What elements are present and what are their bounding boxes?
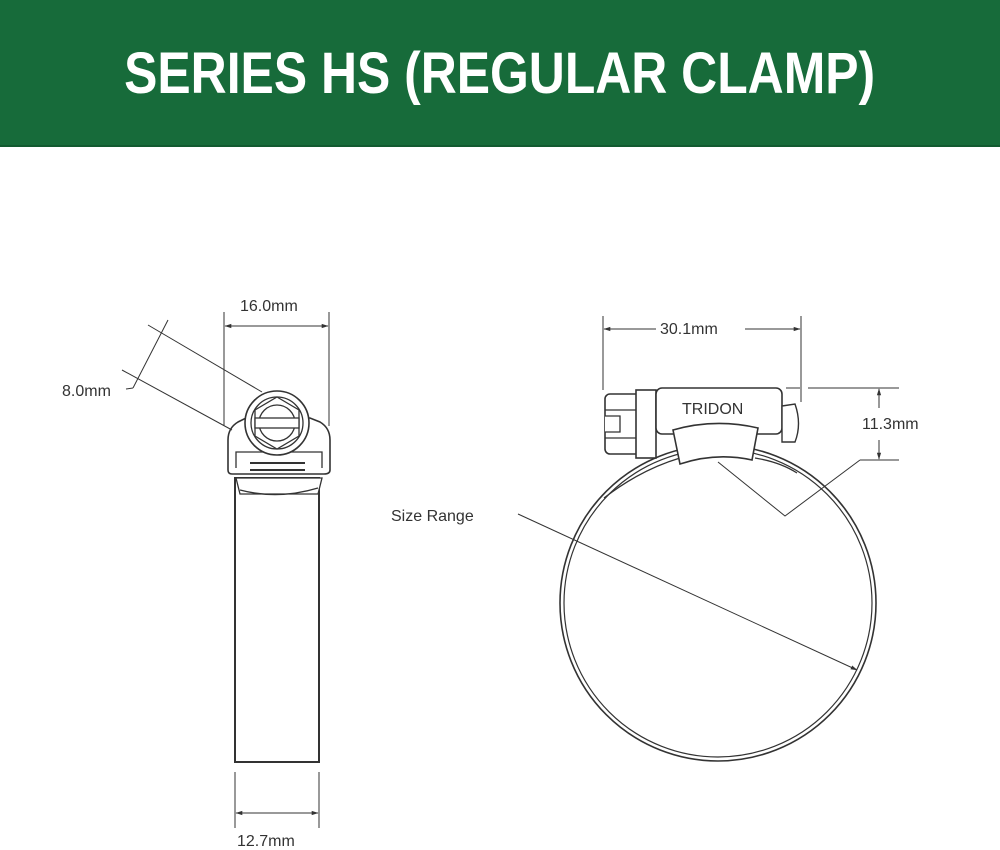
dimension-8mm (121, 319, 263, 431)
page-title: SERIES HS (REGULAR CLAMP) (124, 41, 876, 106)
dimension-12-7mm (234, 772, 320, 828)
title-banner: SERIES HS (REGULAR CLAMP) (0, 0, 1000, 147)
worm-screw (604, 389, 657, 459)
dimension-11-3mm (717, 387, 899, 517)
label-12-7mm: 12.7mm (237, 833, 295, 850)
label-30-1mm: 30.1mm (660, 321, 718, 338)
dimension-30-1mm (602, 316, 802, 402)
front-view (517, 316, 899, 762)
housing-front (655, 387, 800, 466)
label-size-range: Size Range (391, 508, 474, 525)
band-ring (559, 444, 877, 762)
screw-head-side (244, 390, 310, 456)
side-view (121, 312, 331, 828)
size-range-diameter-line (517, 513, 858, 671)
label-11-3mm: 11.3mm (862, 416, 919, 433)
band-side-profile (234, 477, 320, 763)
label-8mm: 8.0mm (62, 383, 111, 400)
brand-marking: TRIDON (682, 401, 743, 418)
dimension-16mm (223, 312, 330, 426)
label-16mm: 16.0mm (240, 298, 298, 315)
